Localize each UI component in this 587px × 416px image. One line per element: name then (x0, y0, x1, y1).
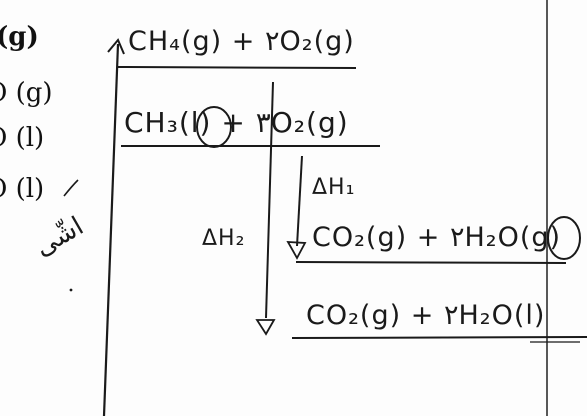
printed-state-2: O (g) (0, 78, 53, 108)
energy-axis-arrowhead (107, 38, 125, 55)
level-line-3 (295, 261, 567, 264)
delta-h1-arrow (296, 155, 303, 247)
printed-state-1: (g) (0, 22, 39, 52)
printed-state-4: O (l) (0, 174, 45, 204)
level-1-label: CH₄(g) + ٢O₂(g) (128, 26, 355, 57)
level-4-label: CO₂(g) + ٢H₂O(l) (306, 300, 546, 331)
delta-h2-arrow (265, 81, 274, 319)
energy-axis (102, 43, 120, 416)
stray-mark (63, 179, 79, 197)
delta-h1-label: ΔH₁ (312, 175, 356, 200)
delta-h2-arrowhead (255, 319, 276, 336)
circle-liquid-phase (196, 106, 232, 148)
stray-dot (69, 288, 73, 292)
delta-h1-arrowhead (286, 241, 307, 260)
circle-gas-phase (547, 216, 581, 260)
level-2-label: CH₃(l) + ٣O₂(g) (124, 106, 349, 139)
level-line-1 (117, 66, 357, 69)
level-line-4 (291, 336, 587, 339)
delta-h2-label: ΔH₂ (202, 226, 246, 251)
level-3-label: CO₂(g) + ٢H₂O(g) (312, 222, 562, 253)
printed-column: (g) O (g) O (l) O (l) (0, 0, 90, 416)
printed-state-3: O (l) (0, 123, 45, 153)
